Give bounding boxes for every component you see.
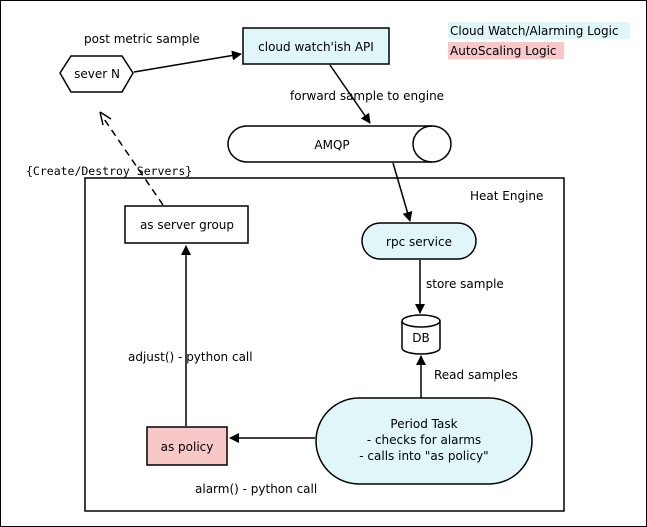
server-n-node [59, 55, 134, 93]
edge-amqp-to-rpc [392, 162, 413, 222]
create-destroy-label: {Create/Destroy Servers} [26, 164, 192, 178]
as-policy-node [146, 426, 228, 466]
edge-group-to-server-head [99, 111, 112, 126]
as-policy-label: as policy [161, 440, 214, 454]
post-metric-label: post metric sample [84, 32, 200, 46]
edge-server-to-api [133, 50, 242, 73]
db-top [401, 314, 441, 328]
db-label: DB [412, 331, 429, 345]
forward-sample-label: forward sample to engine [290, 89, 444, 103]
read-samples-label: Read samples [434, 368, 518, 382]
store-sample-label: store sample [426, 277, 504, 291]
amqp-label: AMQP [314, 138, 349, 152]
api-node [242, 27, 390, 65]
legend-cloudwatch-swatch [448, 22, 630, 39]
heat-engine-boundary [84, 177, 565, 512]
server-group-label: as server group [140, 218, 234, 232]
period-task-node [315, 397, 533, 485]
server-group-node [124, 205, 249, 244]
alarm-label: alarm() - python call [195, 482, 317, 496]
heat-engine-label: Heat Engine [470, 189, 543, 203]
edge-group-to-server [101, 115, 164, 206]
legend-cloudwatch: Cloud Watch/Alarming Logic [450, 24, 619, 38]
server-n-label: sever N [74, 67, 120, 81]
adjust-label: adjust() - python call [128, 350, 253, 364]
period-task-line-3: - calls into "as policy" [359, 449, 488, 463]
period-task-line-2: - checks for alarms [367, 433, 481, 447]
rpc-service-label: rpc service [386, 235, 452, 249]
rpc-service-node [361, 222, 477, 260]
api-label: cloud watch'ish API [258, 40, 374, 54]
legend-autoscaling-swatch [448, 42, 564, 59]
edge-api-to-amqp [329, 64, 371, 124]
legend-autoscaling: AutoScaling Logic [450, 44, 557, 58]
amqp-end-cap [412, 125, 433, 163]
period-task-line-1: Period Task [390, 417, 457, 431]
db-node [401, 321, 441, 355]
